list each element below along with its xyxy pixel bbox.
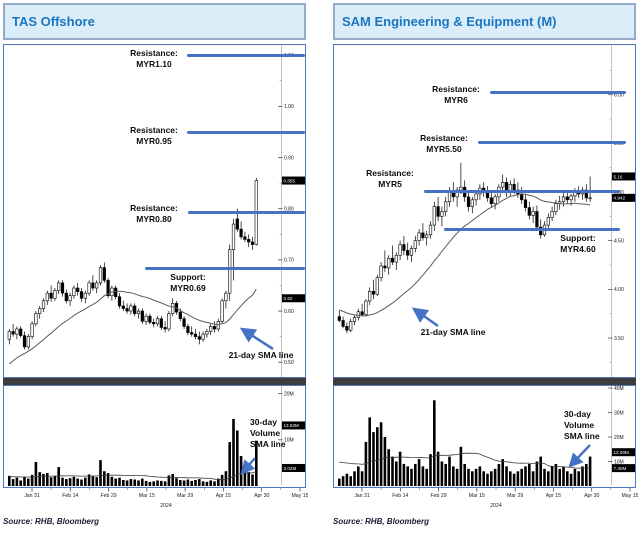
panel-header: TAS Offshore (3, 3, 306, 40)
resistance-line-1 (187, 54, 305, 57)
resistance-line-3 (188, 211, 305, 214)
support-annotation-1: Support: MYR4.60 (560, 233, 596, 255)
chart-separator (3, 378, 306, 385)
chart-separator (333, 378, 636, 385)
resistance-annotation-3: Resistance: MYR5 (366, 168, 414, 190)
svg-text:Mar 15: Mar 15 (139, 493, 155, 499)
resistance-line-3 (424, 190, 620, 193)
resistance-annotation-1: Resistance: MYR6 (432, 84, 480, 106)
svg-text:Apr 15: Apr 15 (216, 493, 231, 499)
volume-sma-label: 30-day Volume SMA line (564, 409, 600, 442)
chart-title: SAM Engineering & Equipment (M) (342, 14, 557, 29)
resistance-line-2 (478, 141, 626, 144)
support-annotation-1: Support: MYR0.69 (170, 272, 206, 294)
resistance-annotation-2: Resistance: MYR0.95 (130, 125, 178, 147)
resistance-line-1 (490, 91, 626, 94)
svg-text:Apr 30: Apr 30 (254, 493, 269, 499)
source-note: Source: RHB, Bloomberg (3, 517, 100, 526)
resistance-annotation-3: Resistance: MYR0.80 (130, 203, 178, 225)
support-line-1 (444, 228, 620, 231)
support-line-1 (145, 267, 305, 270)
sma-label: 21-day SMA line (420, 327, 486, 337)
chart-title: TAS Offshore (12, 14, 95, 29)
resistance-annotation-1: Resistance: MYR1.10 (130, 48, 178, 70)
volume-sma-label: 30-day Volume SMA line (250, 417, 286, 450)
svg-text:2024: 2024 (160, 503, 172, 509)
svg-text:Feb 14: Feb 14 (62, 493, 78, 499)
resistance-line-2 (187, 131, 305, 134)
svg-text:May 15: May 15 (291, 493, 308, 499)
svg-text:Feb 14: Feb 14 (392, 493, 408, 499)
svg-text:Feb 29: Feb 29 (100, 493, 116, 499)
svg-text:Jan 31: Jan 31 (354, 493, 370, 499)
svg-text:Mar 29: Mar 29 (507, 493, 523, 499)
svg-text:2024: 2024 (490, 503, 502, 509)
svg-text:Mar 15: Mar 15 (469, 493, 485, 499)
svg-text:Apr 15: Apr 15 (546, 493, 561, 499)
svg-text:Apr 30: Apr 30 (584, 493, 599, 499)
svg-text:Jan 31: Jan 31 (24, 493, 40, 499)
chart-panel-tas-offshore: TAS Offshore 1.101.000.900.800.700.600.5… (2, 0, 308, 543)
panel-header: SAM Engineering & Equipment (M) (333, 3, 636, 40)
source-note: Source: RHB, Bloomberg (333, 517, 430, 526)
sma-label: 21-day SMA line (228, 350, 294, 360)
svg-text:Feb 29: Feb 29 (430, 493, 446, 499)
resistance-annotation-2: Resistance: MYR5.50 (420, 133, 468, 155)
svg-text:May 15: May 15 (621, 493, 638, 499)
svg-text:Mar 29: Mar 29 (177, 493, 193, 499)
